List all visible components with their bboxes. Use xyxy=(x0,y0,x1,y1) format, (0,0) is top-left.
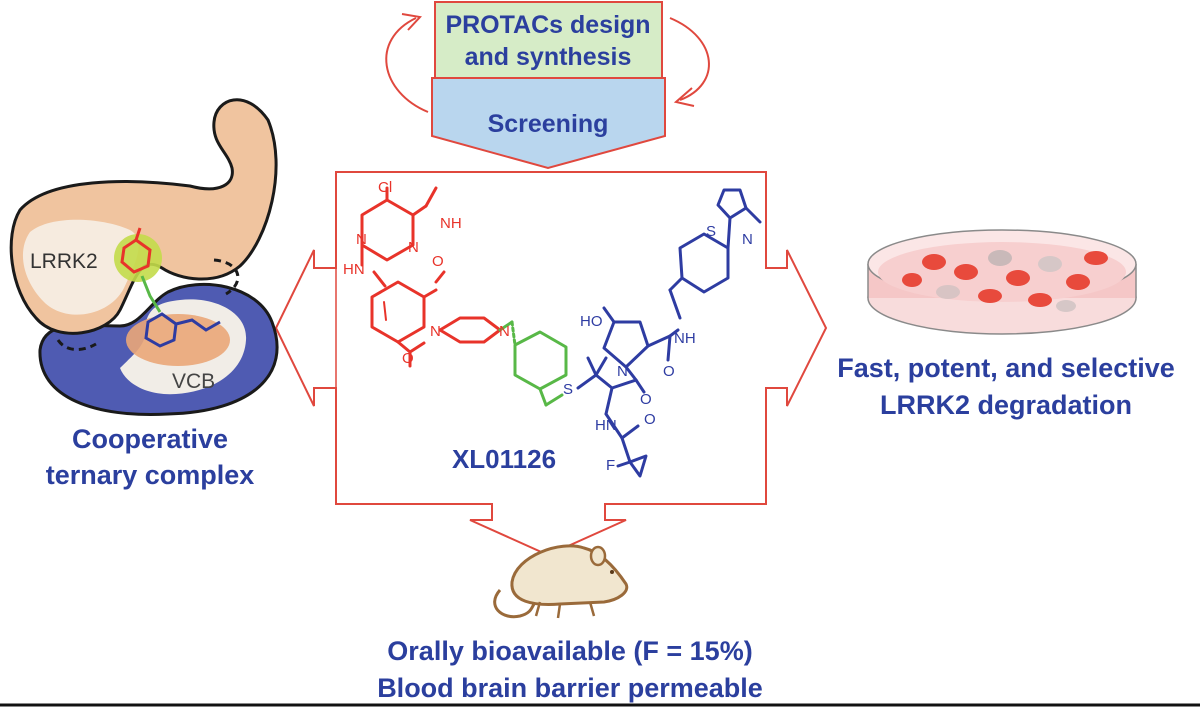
mouse-legs xyxy=(534,601,596,619)
loop-arrow-right xyxy=(669,17,710,101)
atom-hn-aniline: HN xyxy=(343,261,365,278)
compound-name: XL01126 xyxy=(452,444,556,474)
atom-hn-cap: HN xyxy=(595,417,617,434)
cells xyxy=(902,250,1108,312)
ternary-dashed-edge-right xyxy=(213,258,240,296)
atom-cl: Cl xyxy=(378,179,392,196)
mouse-eye xyxy=(610,570,614,574)
piperazine xyxy=(438,316,502,344)
invivo-caption-line2: Blood brain barrier permeable xyxy=(377,673,763,703)
ternary-mini-molecule xyxy=(120,227,221,348)
atom-nh-benzyl: NH xyxy=(674,330,696,347)
lrrk2-light-area xyxy=(22,219,139,315)
vcb-label: VCB xyxy=(172,370,215,393)
atom-ho: HO xyxy=(580,313,603,330)
atom-o-amide2: O xyxy=(663,363,675,380)
atom-n-piperazine2: N xyxy=(499,323,510,340)
warhead-red xyxy=(360,186,446,368)
ternary-caption-line2: ternary complex xyxy=(46,460,255,490)
atom-n-piperazine1: N xyxy=(430,323,441,340)
loop-arrowhead-right xyxy=(673,87,695,107)
atom-n-pyrrolidine: N xyxy=(617,363,628,380)
atom-f: F xyxy=(606,457,615,474)
invivo-caption-line1: Orally bioavailable (F = 15%) xyxy=(387,636,752,666)
ternary-complex-illustration: LRRK2 VCB Cooperative ternary complex xyxy=(9,98,279,490)
degradation-caption-line1: Fast, potent, and selective xyxy=(837,353,1175,383)
screening-label: Screening xyxy=(488,110,609,138)
atom-n-ring: N xyxy=(408,239,419,256)
ternary-caption-line1: Cooperative xyxy=(72,424,228,454)
petri-dish-illustration: Fast, potent, and selective LRRK2 degrad… xyxy=(837,229,1175,420)
atom-nh-methyl: NH xyxy=(440,215,462,232)
mouse-body xyxy=(510,544,629,606)
mouse-illustration xyxy=(493,544,629,619)
atom-s-thioether: S xyxy=(563,381,573,398)
design-label-line1: PROTACs design xyxy=(445,11,650,39)
linker-green xyxy=(498,320,568,407)
screening-box xyxy=(431,77,666,170)
binding-pocket-orange xyxy=(126,314,230,366)
molecule-xl01126 xyxy=(360,186,762,478)
atom-o-cap: O xyxy=(644,411,656,428)
degradation-caption-line2: LRRK2 degradation xyxy=(880,390,1132,420)
atom-o-amide1: O xyxy=(640,391,652,408)
loop-arrow-left xyxy=(385,17,429,113)
ternary-dashed-edge-left xyxy=(56,339,97,351)
mouse-ear xyxy=(589,545,607,567)
vhl-ligand-blue xyxy=(576,188,762,478)
lrrk2-label: LRRK2 xyxy=(30,250,98,273)
workflow-section: PROTACs design and synthesis Screening xyxy=(385,1,710,170)
atom-n-thiazole: N xyxy=(742,231,753,248)
atom-labels: Cl NH N N HN O O N N S HO N O O NH S N H… xyxy=(343,179,753,474)
atom-amide-o: O xyxy=(402,350,414,367)
central-frame-arrows xyxy=(274,171,828,557)
atom-s-thiazole: S xyxy=(706,223,716,240)
atom-n-ring2: N xyxy=(356,231,367,248)
atom-methoxy-o: O xyxy=(432,253,444,270)
design-label-line2: and synthesis xyxy=(465,43,632,71)
loop-arrowhead-left xyxy=(401,13,422,31)
